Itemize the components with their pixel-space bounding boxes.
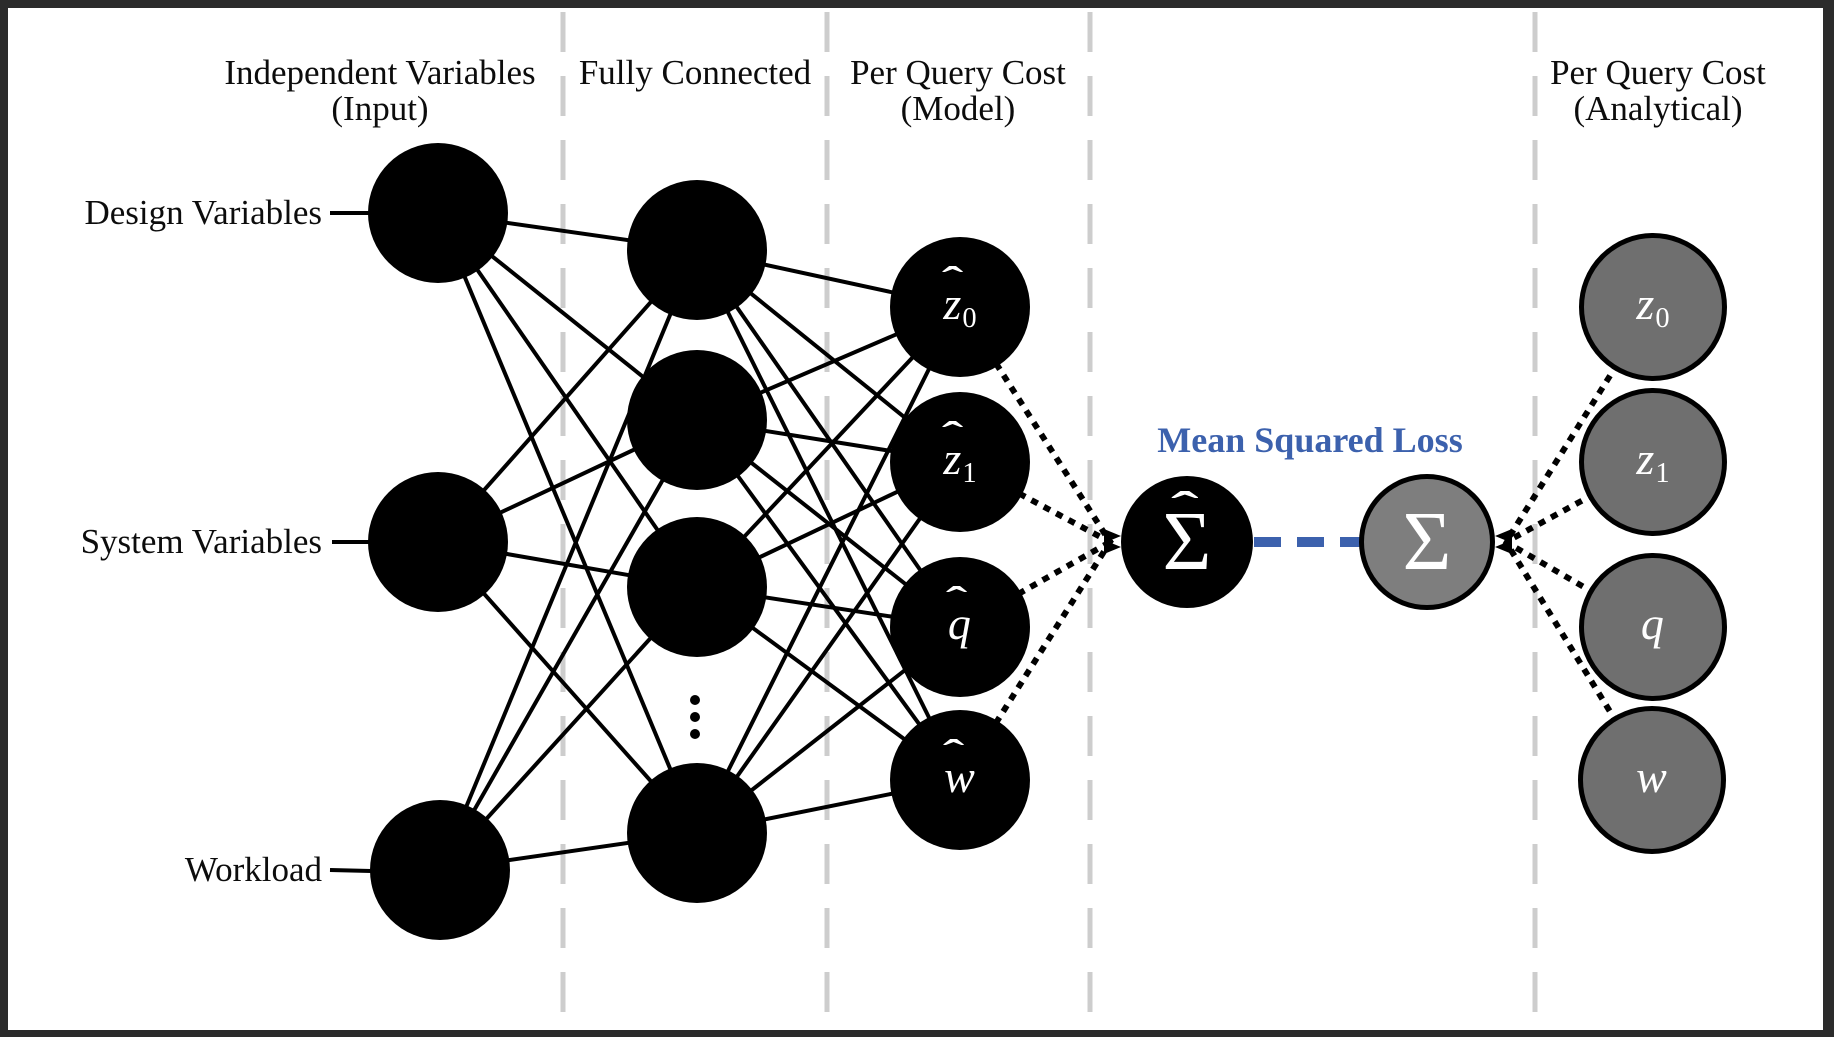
hat-accent: ˆ xyxy=(946,580,968,623)
analytical-node-z1: z1 xyxy=(1579,388,1727,536)
edge-input-hidden xyxy=(436,211,699,589)
analytical-node-q: q xyxy=(1579,553,1727,701)
dotted-edge-analytical-to-sum xyxy=(1501,537,1657,785)
edge-hidden-output xyxy=(695,418,962,782)
hidden-layer-ellipsis-dot xyxy=(690,729,700,739)
node-subscript: 1 xyxy=(1655,457,1670,489)
node-letter: z xyxy=(1636,432,1655,484)
node-letter: w xyxy=(1636,750,1667,802)
header-line1: Independent Variables xyxy=(224,53,536,92)
hat-accent: ˆ xyxy=(941,260,964,303)
header-line1: Per Query Cost xyxy=(1550,53,1766,92)
label-design-variables: Design Variables xyxy=(84,193,323,232)
header-per-query-cost-analytical: Per Query Cost (Analytical) xyxy=(1550,55,1766,127)
sigma-glyph: Σ xyxy=(1402,495,1452,588)
node-subscript: 1 xyxy=(962,457,977,489)
hidden-layer-ellipsis-dot xyxy=(690,695,700,705)
hidden-layer-ellipsis-dot xyxy=(690,712,700,722)
hat-accent: ˆ xyxy=(1170,483,1199,532)
hat-accent: ˆ xyxy=(942,733,964,776)
edge-hidden-output xyxy=(695,249,962,781)
arrowhead-into-model-sum xyxy=(1104,529,1121,543)
header-line1: Per Query Cost xyxy=(850,53,1066,92)
hidden-node-1 xyxy=(627,180,767,320)
hat-accent: ˆ xyxy=(941,415,964,458)
hidden-node-2 xyxy=(627,350,767,490)
header-line2: (Analytical) xyxy=(1573,89,1743,128)
node-subscript: 0 xyxy=(962,302,977,334)
analytical-node-z0: z0 xyxy=(1579,233,1727,381)
node-letter: q xyxy=(1640,597,1664,649)
edge-input-hidden xyxy=(436,212,699,834)
edge-hidden-output xyxy=(695,248,962,629)
dotted-edge-analytical-to-sum xyxy=(1501,302,1658,547)
header-line2: (Input) xyxy=(331,89,429,128)
node-letter: w xyxy=(944,750,975,802)
edge-input-hidden xyxy=(438,249,699,871)
arrowhead-into-analytical-sum xyxy=(1495,529,1512,543)
hidden-node-3 xyxy=(627,517,767,657)
edge-hidden-output xyxy=(695,306,962,834)
mean-squared-loss-label: Mean Squared Loss xyxy=(1157,420,1463,460)
node-letter: q xyxy=(947,597,971,649)
node-letter: z xyxy=(943,277,962,329)
header-line2: (Model) xyxy=(900,89,1016,128)
label-workload: Workload xyxy=(184,850,322,889)
hidden-node-4 xyxy=(627,763,767,903)
label-system-variables: System Variables xyxy=(80,522,322,561)
input-node-design-variables xyxy=(368,143,508,283)
header-fully-connected: Fully Connected xyxy=(579,55,811,91)
sigma-glyph: Σ xyxy=(1162,495,1212,588)
arrowhead-into-model-sum xyxy=(1104,540,1121,554)
arrowhead-into-analytical-sum xyxy=(1495,540,1512,554)
edge-hidden-output xyxy=(695,460,962,835)
dotted-edge-model-to-sum xyxy=(955,302,1115,547)
node-letter: z xyxy=(943,432,962,484)
edge-input-hidden xyxy=(438,419,699,871)
analytical-sum-node: Σ xyxy=(1359,474,1495,610)
node-subscript: 0 xyxy=(1655,302,1670,334)
node-letter: z xyxy=(1636,277,1655,329)
analytical-node-w: w xyxy=(1578,706,1726,854)
input-node-system-variables xyxy=(368,472,508,612)
dotted-edge-model-to-sum xyxy=(955,537,1115,785)
header-line1: Fully Connected xyxy=(578,53,812,92)
header-independent-variables: Independent Variables (Input) xyxy=(224,55,535,127)
label-connector-line xyxy=(329,868,372,873)
input-node-workload xyxy=(370,800,510,940)
header-per-query-cost-model: Per Query Cost (Model) xyxy=(850,55,1066,127)
